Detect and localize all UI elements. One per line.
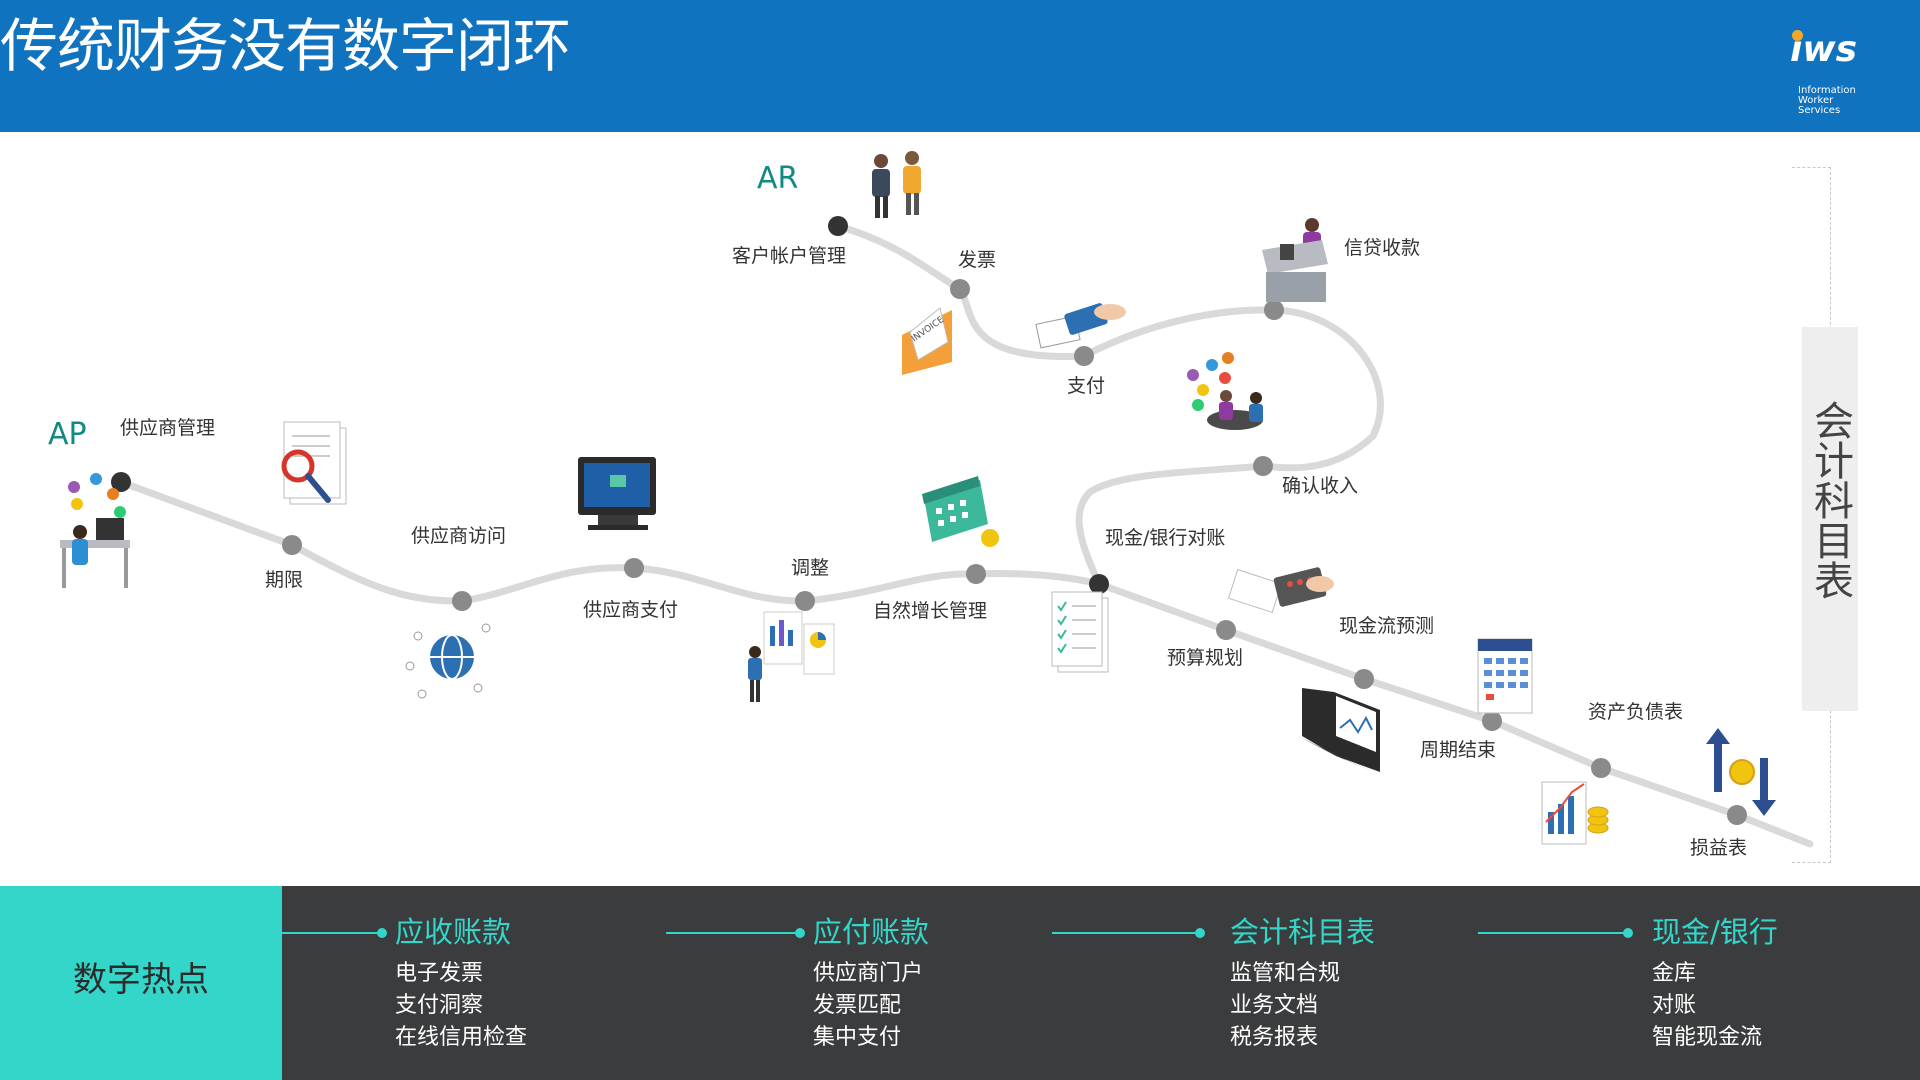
card-payment-icon (1035, 303, 1126, 349)
node-period-close (1482, 711, 1502, 731)
logo-line-3: Services (1798, 105, 1841, 116)
node-supplier-access (452, 591, 472, 611)
label-balance-sheet: 资产负债表 (1588, 701, 1684, 723)
node-income-statement (1727, 805, 1747, 825)
node-deadline (282, 535, 302, 555)
hotspot-title: 应收账款 (395, 915, 512, 949)
hotspot-item: 税务报表 (1230, 1025, 1319, 1050)
label-payment: 支付 (1067, 375, 1106, 397)
invoice-envelope-icon: INVOICE (902, 307, 952, 375)
hotspot-dot (1623, 928, 1633, 938)
label-period-close: 周期结束 (1420, 739, 1497, 761)
ar-path (834, 222, 1384, 588)
hotspot-dot (1195, 928, 1205, 938)
label-cashflow-forecast: 现金流预测 (1339, 615, 1435, 637)
node-invoice (950, 279, 970, 299)
label-customer-account: 客户帐户管理 (732, 245, 847, 267)
label-credit-collection: 信贷收款 (1344, 237, 1421, 259)
presenter-charts-icon (748, 611, 835, 702)
node-cash-reconciliation (1089, 574, 1109, 594)
label-invoice: 发票 (958, 249, 997, 271)
node-revenue-recognition (1253, 456, 1273, 476)
hotspot-title: 现金/银行 (1652, 915, 1778, 949)
side-panel (1802, 327, 1858, 711)
globe-network-icon (405, 623, 491, 699)
node-organic-growth (966, 564, 986, 584)
handshake-people-icon (872, 151, 921, 218)
label-supplier-management: 供应商管理 (120, 417, 216, 439)
label-revenue-recognition: 确认收入 (1282, 475, 1359, 497)
hotspot-connector (1052, 932, 1200, 934)
hotspot-item: 业务文档 (1230, 993, 1319, 1018)
logo-dot (1792, 30, 1803, 41)
calculator-receipt-icon (1227, 567, 1334, 614)
lane-label-ar: AR (757, 161, 799, 196)
label-adjustment: 调整 (791, 557, 830, 579)
footer-tag: 数字热点 (0, 886, 282, 1080)
page-title: 传统财务没有数字闭环 (0, 12, 571, 80)
logo-line-1: Information (1798, 85, 1856, 96)
header-bar: 传统财务没有数字闭环 iws Information Worker Servic… (0, 0, 1920, 132)
label-budget-planning: 预算规划 (1167, 647, 1244, 669)
monitor-icon (578, 457, 656, 530)
footer-tag-label: 数字热点 (73, 960, 209, 1000)
calendar-icon (922, 476, 999, 547)
hotspot-column-ar: 应收账款 电子发票 支付洞察 在线信用检查 (282, 886, 602, 1080)
node-customer-account (828, 216, 848, 236)
node-balance-sheet (1591, 758, 1611, 778)
side-panel-title: 会计科目表 (1807, 400, 1853, 600)
label-supplier-access: 供应商访问 (411, 525, 507, 547)
process-path-canvas: INVOICE (60, 151, 1814, 848)
hotspot-item: 支付洞察 (395, 993, 484, 1018)
planner-calendar-icon (1477, 638, 1533, 714)
hotspot-item: 智能现金流 (1652, 1025, 1763, 1050)
node-budget-planning (1216, 620, 1236, 640)
office-worker-icon (60, 473, 130, 588)
report-coins-icon (1541, 781, 1609, 845)
hotspot-title: 会计科目表 (1230, 915, 1376, 949)
label-income-statement: 损益表 (1690, 837, 1748, 859)
node-adjustment (795, 591, 815, 611)
hotspot-dot (377, 928, 387, 938)
hotspot-title: 应付账款 (813, 915, 930, 949)
ap-path (117, 478, 1814, 848)
logo-line-2: Worker (1798, 95, 1834, 106)
hotspot-column-ap: 应付账款 供应商门户 发票匹配 集中支付 (666, 886, 1006, 1080)
hotspot-dot (795, 928, 805, 938)
hotspot-item: 对账 (1652, 993, 1697, 1018)
hotspot-column-coa: 会计科目表 监管和合规 业务文档 税务报表 (1052, 886, 1392, 1080)
node-credit-collection (1264, 300, 1284, 320)
hotspot-item: 供应商门户 (813, 961, 924, 986)
hotspot-item: 在线信用检查 (395, 1025, 528, 1050)
hotspot-connector (666, 932, 800, 934)
node-cashflow-forecast (1354, 669, 1374, 689)
process-diagram: INVOICE (0, 132, 1920, 886)
iws-logo: iws Information Worker Services (1790, 28, 1900, 118)
hotspot-item: 电子发票 (395, 961, 484, 986)
hotspot-item: 发票匹配 (813, 993, 902, 1018)
node-supplier-payment (624, 558, 644, 578)
label-organic-growth: 自然增长管理 (873, 600, 988, 622)
meeting-people-icon (1187, 352, 1263, 430)
label-deadline: 期限 (265, 569, 304, 591)
hotspot-item: 金库 (1652, 961, 1697, 986)
hotspot-connector (282, 932, 382, 934)
hotspot-column-cash: 现金/银行 金库 对账 智能现金流 (1478, 886, 1858, 1080)
hotspot-connector (1478, 932, 1628, 934)
hotspot-item: 监管和合规 (1230, 961, 1341, 986)
bank-teller-icon (1262, 218, 1328, 302)
exchange-arrows-coin-icon (1706, 728, 1776, 816)
label-supplier-payment: 供应商支付 (583, 599, 679, 621)
footer-panel: 数字热点 应收账款 电子发票 支付洞察 在线信用检查 应付账款 供应商门户 发票… (0, 886, 1920, 1080)
document-search-icon (281, 421, 347, 505)
lane-label-ap: AP (48, 417, 87, 452)
checklist-icon (1051, 591, 1109, 673)
label-cash-reconciliation: 现金/银行对账 (1105, 527, 1226, 549)
hotspot-item: 集中支付 (813, 1025, 902, 1050)
node-payment (1074, 346, 1094, 366)
node-supplier-management (111, 472, 131, 492)
laptop-chart-icon (1298, 688, 1384, 776)
